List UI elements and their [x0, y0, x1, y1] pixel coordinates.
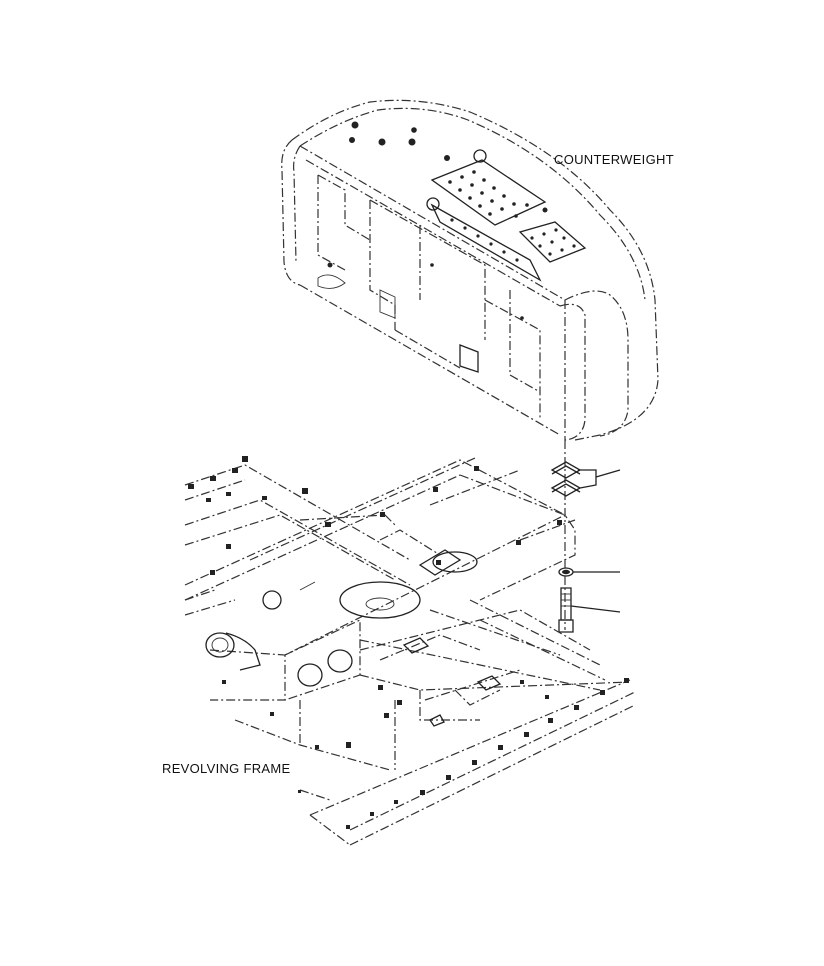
revolving-frame-label: REVOLVING FRAME: [162, 761, 291, 776]
counterweight-drawing: [281, 99, 659, 441]
fastener-stack: [550, 440, 621, 633]
counterweight-label: COUNTERWEIGHT: [554, 152, 674, 167]
revolving-frame-drawing: [184, 456, 636, 846]
